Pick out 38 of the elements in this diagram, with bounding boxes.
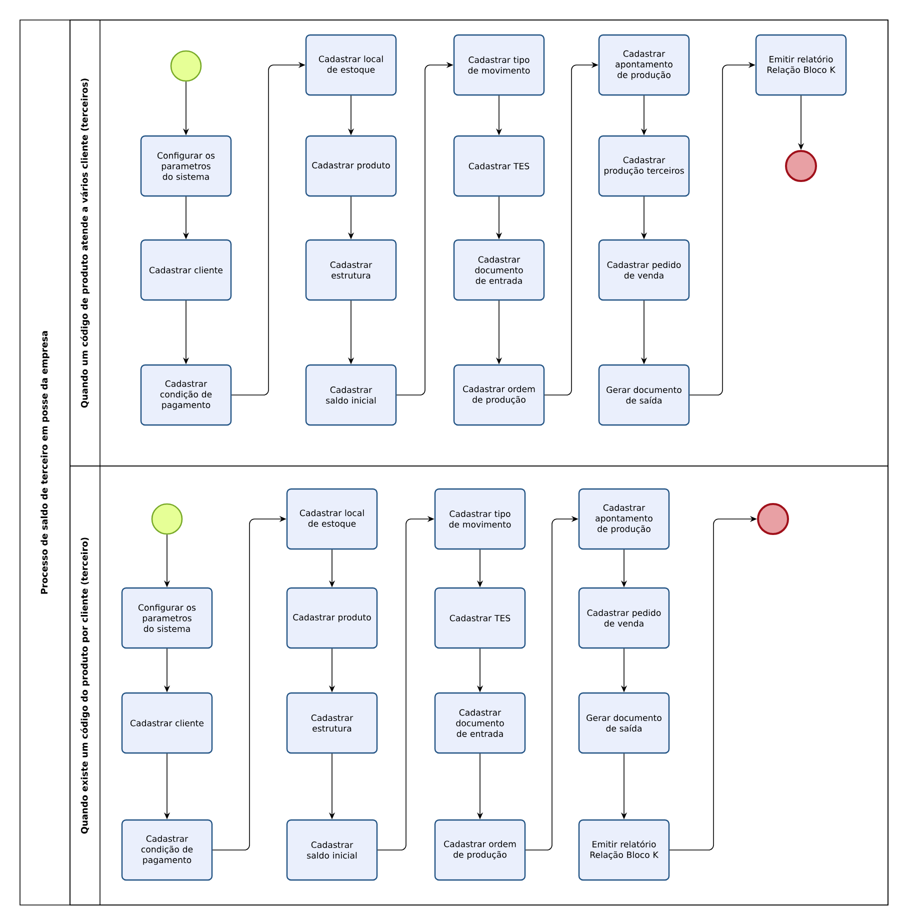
task-box: Emitir relatório Relação Bloco K bbox=[755, 34, 847, 96]
task-box: Cadastrar saldo inicial bbox=[305, 364, 397, 426]
pool-title: Processo de saldo de terceiro em posse da empresa bbox=[40, 331, 50, 594]
task-box: Cadastrar TES bbox=[453, 135, 545, 197]
task-box: Gerar documento de saída bbox=[578, 692, 670, 754]
task-box: Cadastrar apontamento de produção bbox=[598, 34, 690, 96]
end-event-circle bbox=[785, 150, 817, 182]
task-box: Cadastrar local de estoque bbox=[305, 34, 397, 96]
task-box: Cadastrar tipo de movimento bbox=[453, 34, 545, 96]
task-box: Cadastrar cliente bbox=[140, 239, 232, 301]
task-box: Cadastrar local de estoque bbox=[286, 488, 378, 550]
task-box: Configurar os parametros do sistema bbox=[121, 587, 213, 649]
task-box: Cadastrar produção terceiros bbox=[598, 135, 690, 197]
task-box: Cadastrar produto bbox=[305, 135, 397, 197]
task-box: Cadastrar apontamento de produção bbox=[578, 488, 670, 550]
task-box: Cadastrar TES bbox=[434, 587, 526, 649]
task-box: Cadastrar ordem de produção bbox=[434, 819, 526, 881]
task-box: Cadastrar tipo de movimento bbox=[434, 488, 526, 550]
task-box: Emitir relatório Relação Bloco K bbox=[578, 819, 670, 881]
task-box: Cadastrar pedido de venda bbox=[598, 239, 690, 301]
task-box: Cadastrar documento de entrada bbox=[453, 239, 545, 301]
start-event-circle bbox=[170, 50, 202, 82]
task-box: Gerar documento de saída bbox=[598, 364, 690, 426]
start-event-circle bbox=[151, 503, 183, 535]
lane-title: Quando existe um código do produto por cliente (terceiro) bbox=[80, 538, 90, 834]
task-box: Cadastrar pedido de venda bbox=[578, 587, 670, 649]
task-box: Cadastrar ordem de produção bbox=[453, 364, 545, 426]
task-box: Cadastrar produto bbox=[286, 587, 378, 649]
task-box: Cadastrar estrutura bbox=[286, 692, 378, 754]
task-box: Cadastrar condição de pagamento bbox=[121, 819, 213, 881]
task-box: Cadastrar condição de pagamento bbox=[140, 364, 232, 426]
task-box: Cadastrar estrutura bbox=[305, 239, 397, 301]
task-box: Cadastrar saldo inicial bbox=[286, 819, 378, 881]
task-box: Configurar os parametros do sistema bbox=[140, 135, 232, 197]
end-event-circle bbox=[757, 503, 789, 535]
lane-title: Quando um código de produto atende a vários cliente (terceiros) bbox=[80, 78, 90, 408]
task-box: Cadastrar cliente bbox=[121, 692, 213, 754]
task-box: Cadastrar documento de entrada bbox=[434, 692, 526, 754]
